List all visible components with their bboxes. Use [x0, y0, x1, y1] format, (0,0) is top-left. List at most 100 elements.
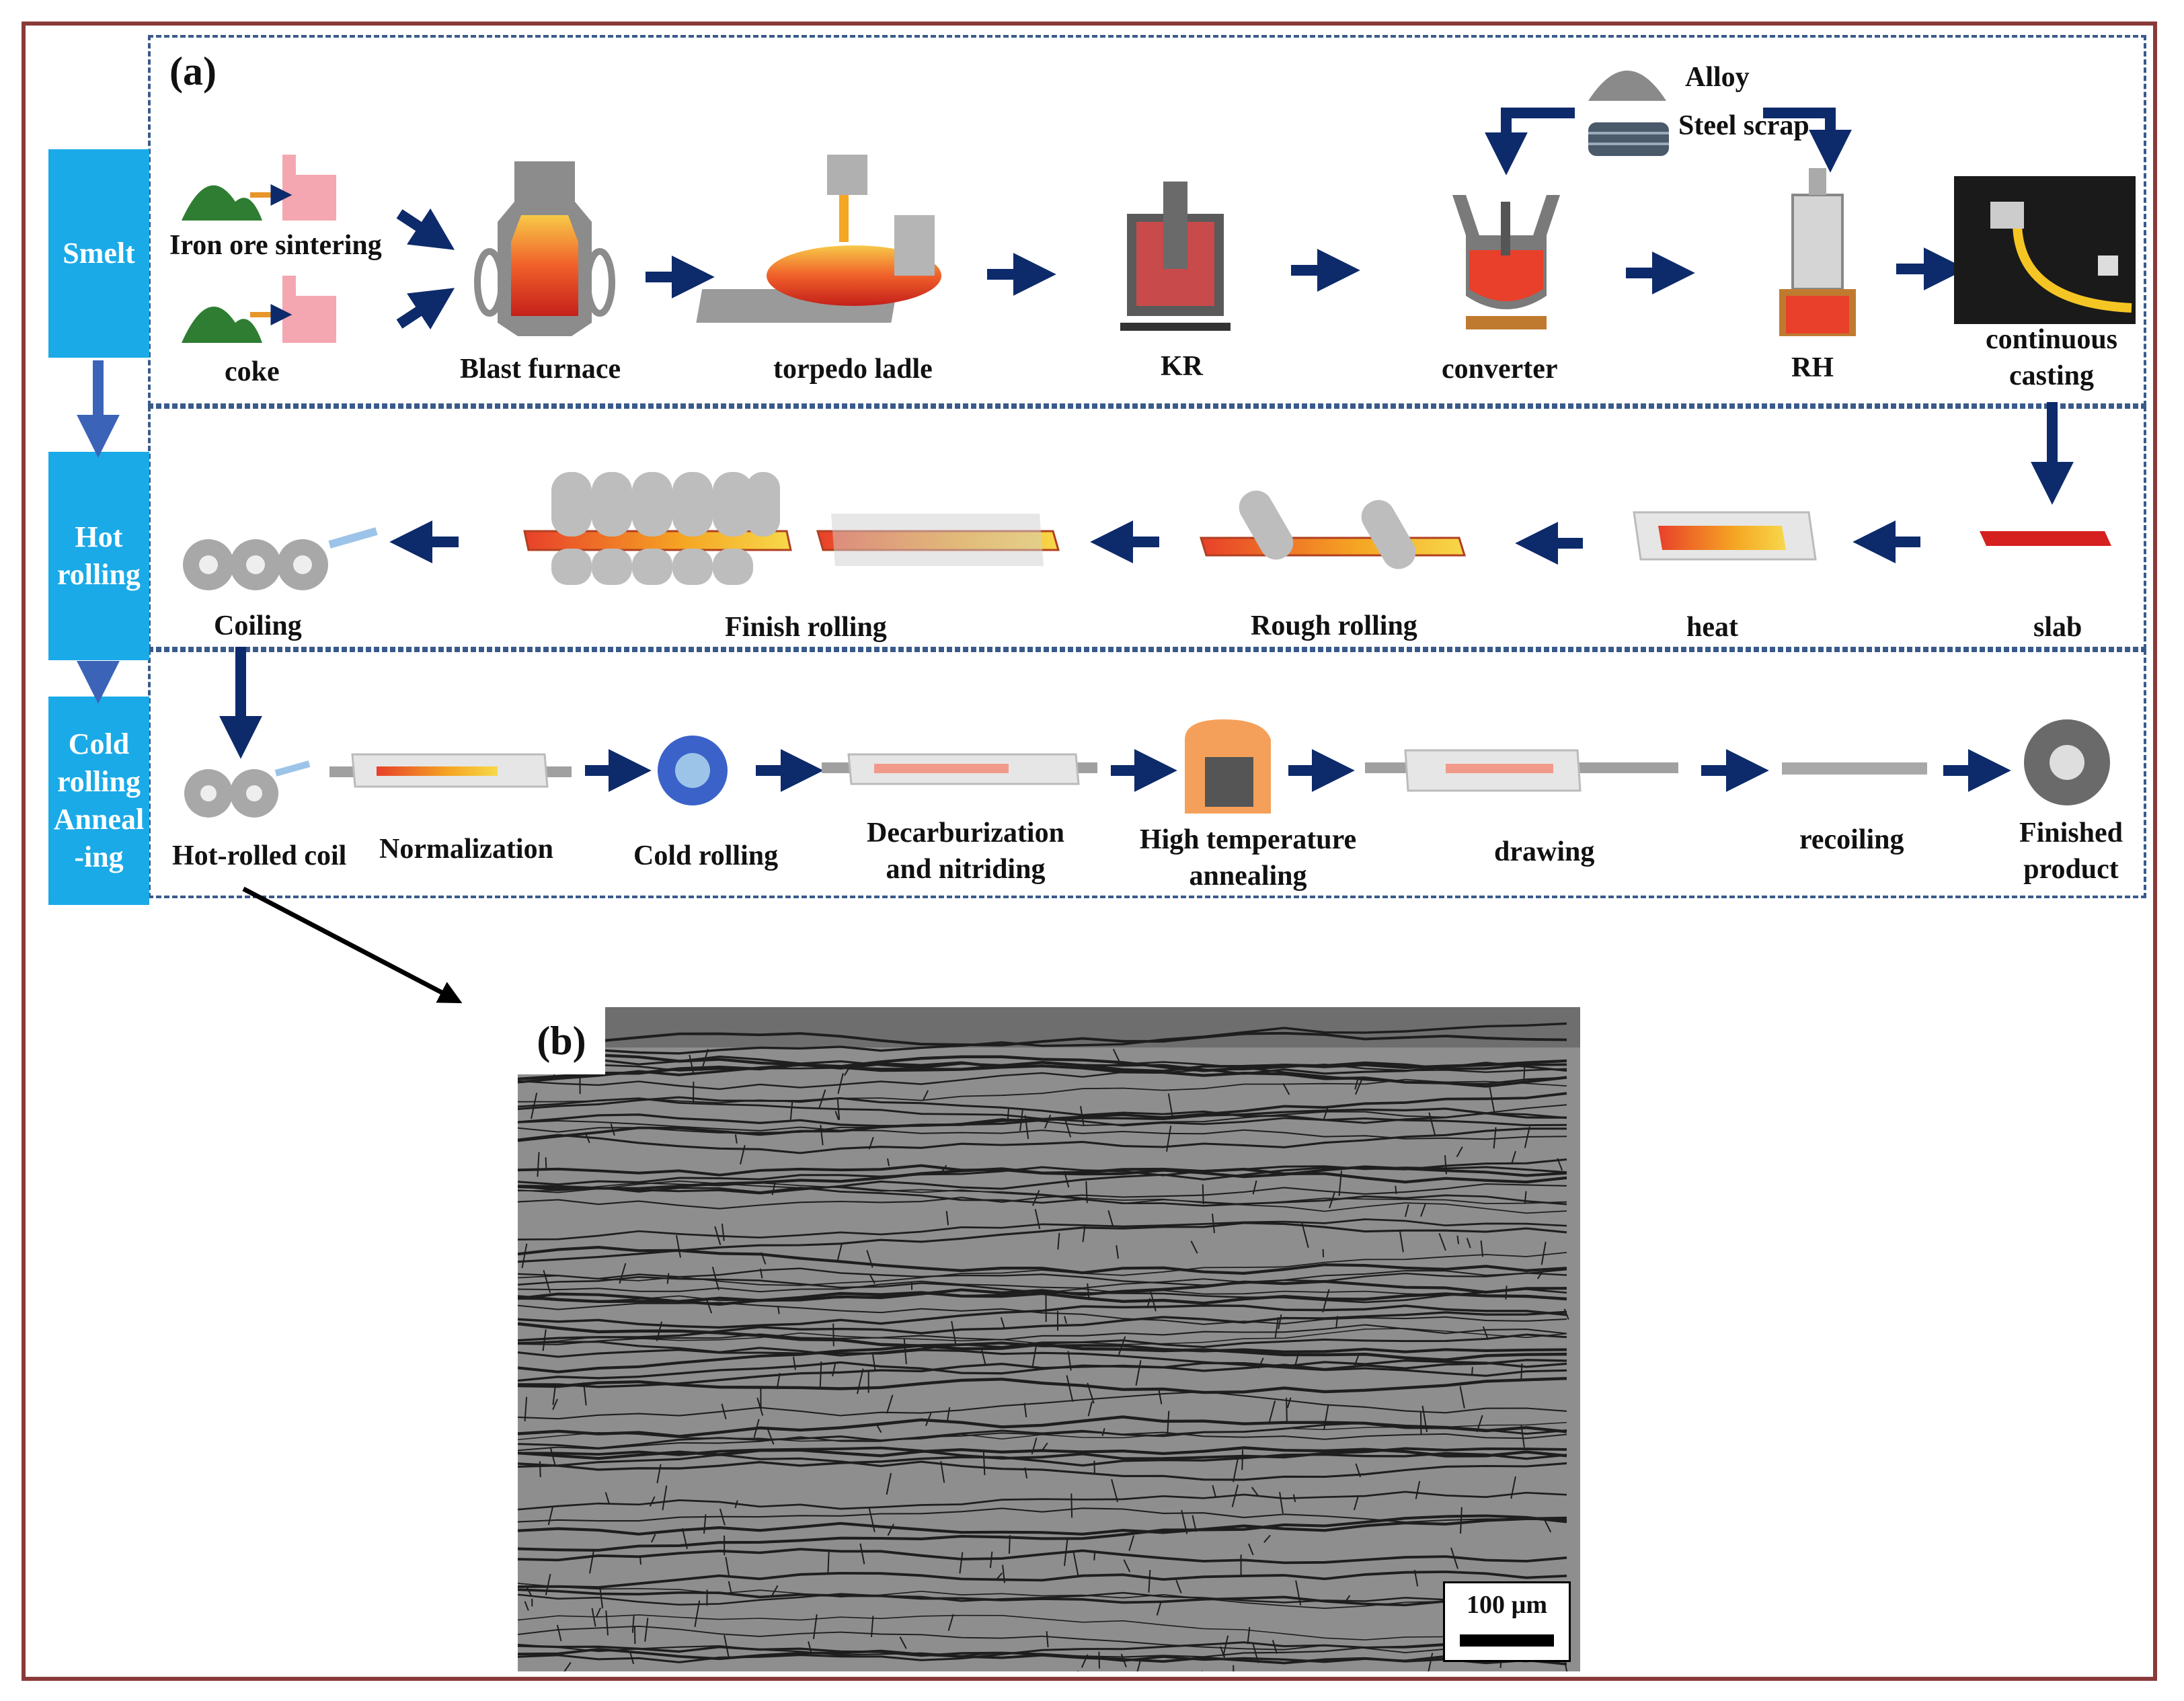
arrow-to-micrograph	[242, 886, 463, 1004]
grain-boundary	[518, 1548, 1567, 1565]
grain-boundary	[518, 1269, 1567, 1293]
grain-boundary	[1064, 1117, 1072, 1138]
grain-boundary	[1146, 1298, 1151, 1308]
grain-boundary	[1252, 1643, 1259, 1663]
grain-boundary	[525, 1585, 533, 1597]
grain-boundary	[1438, 1233, 1446, 1251]
grain-boundary	[591, 1608, 596, 1627]
grain-boundary	[1034, 1209, 1041, 1230]
label-slab: slab	[2033, 612, 2082, 643]
grain-boundary	[819, 1361, 822, 1388]
grain-boundary	[1480, 1240, 1484, 1257]
grain-boundary	[871, 1352, 876, 1370]
grain-boundary	[1263, 1534, 1271, 1543]
grain-boundary	[856, 1368, 864, 1394]
grain-boundary	[518, 1267, 1567, 1287]
grain-boundary	[1123, 1559, 1131, 1573]
grain-boundary	[1252, 1180, 1257, 1195]
grain-boundary	[868, 1137, 874, 1150]
grain-boundary	[518, 1625, 1567, 1654]
grain-boundary	[1148, 1570, 1151, 1593]
grain-boundary	[1274, 1317, 1280, 1339]
grain-boundary	[1354, 1078, 1359, 1090]
label-recoiling: recoiling	[1799, 824, 1904, 855]
grain-boundary	[1112, 1048, 1120, 1062]
grain-boundary	[552, 1385, 556, 1405]
grain-boundary	[1420, 1203, 1426, 1217]
grain-boundary	[899, 1636, 907, 1649]
grain-boundary	[886, 1472, 892, 1495]
grain-boundary	[518, 1333, 1567, 1357]
blast-furnace-icon	[474, 161, 615, 336]
grain-boundary	[1118, 1336, 1126, 1355]
smelt-panel	[148, 35, 2146, 406]
grain-boundary	[518, 1186, 1567, 1207]
grain-boundary	[1007, 1107, 1010, 1123]
grain-boundary	[518, 1588, 1567, 1607]
grain-boundary	[1482, 1326, 1489, 1341]
label-decarburization: Decarburization and nitriding	[867, 818, 1064, 885]
grain-boundary	[610, 1123, 615, 1136]
kr-icon	[1120, 182, 1231, 331]
figure-frame	[22, 22, 2157, 1681]
grain-boundary	[1456, 1146, 1463, 1158]
grain-boundary	[995, 1572, 1003, 1581]
grain-boundary	[740, 1145, 746, 1165]
grain-boundary	[1166, 1125, 1172, 1152]
label-cold-rolling: Cold rolling	[633, 840, 779, 871]
grain-boundary	[1067, 1351, 1072, 1371]
label-alloy: Alloy	[1685, 62, 1750, 93]
hot-rolled-coil-icon	[184, 760, 311, 818]
grain-boundary	[1000, 1317, 1006, 1330]
grain-boundary	[518, 1341, 1567, 1374]
grain-boundary	[836, 1242, 843, 1261]
grain-boundary	[843, 1067, 850, 1076]
grain-boundary	[1456, 1235, 1460, 1244]
grain-boundary	[1286, 1397, 1288, 1423]
grain-boundary	[1046, 1631, 1049, 1648]
grain-boundary	[1024, 1467, 1028, 1478]
grain-boundary	[703, 1514, 707, 1534]
grain-boundary	[518, 1614, 1567, 1640]
grain-boundary	[1031, 1346, 1037, 1368]
grain-boundary	[518, 1514, 1567, 1552]
grain-boundary	[629, 1653, 635, 1665]
grain-boundary	[518, 1304, 1567, 1329]
grain-boundary	[945, 1211, 949, 1226]
grain-boundary	[1510, 1476, 1516, 1499]
grain-boundary	[1233, 1458, 1239, 1482]
grain-boundary	[1128, 1535, 1135, 1551]
grain-boundary	[721, 1403, 727, 1420]
grain-boundary	[721, 1223, 725, 1241]
grain-boundary	[518, 1097, 1567, 1127]
grain-boundary	[518, 1645, 1567, 1663]
grain-boundary	[1192, 1515, 1197, 1532]
grain-boundary	[1520, 1363, 1523, 1381]
grain-boundary	[1120, 1653, 1127, 1667]
grain-boundary	[518, 1377, 1567, 1394]
grain-boundary	[951, 1320, 957, 1345]
label-drawing: drawing	[1494, 836, 1595, 867]
grain-boundary	[1063, 1171, 1070, 1188]
grain-boundary	[714, 1226, 722, 1246]
grain-boundary	[1202, 1184, 1204, 1205]
grain-boundary	[1167, 1093, 1174, 1119]
grain-boundary	[549, 1447, 557, 1468]
grain-boundary	[552, 1398, 558, 1411]
grain-boundary	[518, 1291, 1567, 1305]
grain-boundary	[1355, 1463, 1362, 1478]
arrow-ore-to-furnace	[396, 208, 455, 250]
grain-boundary	[1181, 1509, 1188, 1534]
grain-boundary	[649, 1496, 656, 1507]
grain-boundary	[518, 1119, 1567, 1140]
grain-boundary	[694, 1600, 701, 1627]
grain-boundary	[1080, 1106, 1085, 1126]
grain-boundary	[1268, 1400, 1276, 1423]
grain-boundary	[777, 1306, 780, 1314]
grain-boundary	[1459, 1386, 1465, 1409]
grain-boundary	[836, 1097, 841, 1120]
grain-boundary	[518, 1507, 1567, 1524]
hot-rolling-panel	[148, 406, 2146, 649]
grain-boundary	[1354, 1078, 1363, 1095]
grain-boundary	[518, 1570, 1567, 1589]
